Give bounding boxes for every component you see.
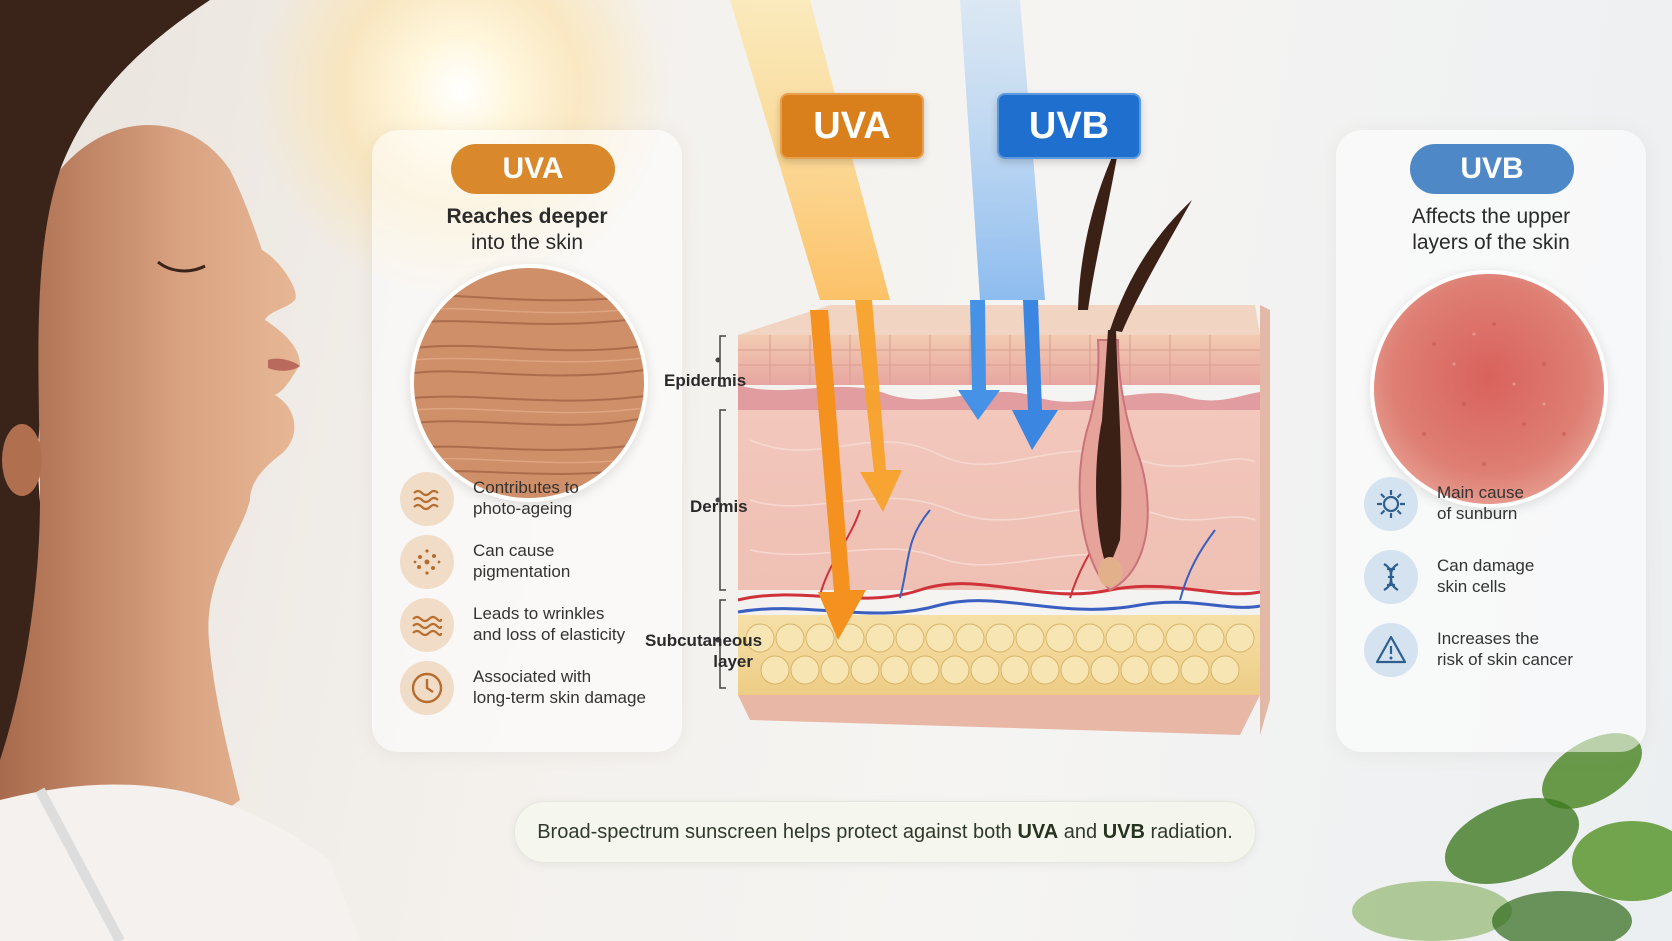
uva-item-line2: photo-ageing bbox=[473, 499, 573, 518]
uvb-item-sunburn: Main cause of sunburn bbox=[1364, 475, 1634, 533]
subcutaneous-layer-label: Subcutaneous layer bbox=[645, 630, 762, 672]
dna-icon bbox=[1364, 550, 1418, 604]
sunscreen-footer-message: Broad-spectrum sunscreen helps protect a… bbox=[514, 801, 1256, 863]
uva-item-photo-ageing: Contributes to photo-ageing bbox=[400, 470, 670, 528]
uvb-desc-line1: Affects the upper bbox=[1411, 205, 1571, 228]
uva-desc-line2: into the skin bbox=[470, 231, 584, 254]
uva-item-line1: Can cause bbox=[473, 541, 555, 560]
dots-pigment-icon bbox=[400, 535, 454, 589]
uvb-info-panel: UVB Affects the upper layers of the skin… bbox=[1336, 130, 1646, 752]
wrinkle-lines-icon bbox=[400, 598, 454, 652]
footer-uvb: UVB bbox=[1102, 821, 1145, 843]
uva-item-line2: pigmentation bbox=[473, 562, 571, 581]
plant-leaves-image bbox=[1352, 733, 1672, 941]
uvb-item-skin-cancer: Increases the risk of skin cancer bbox=[1364, 621, 1634, 679]
uvb-item-line2: skin cells bbox=[1437, 577, 1506, 596]
subcutaneous-label-line2: layer bbox=[713, 652, 753, 671]
uva-item-wrinkles: Leads to wrinkles and loss of elasticity bbox=[400, 596, 670, 654]
uva-pill-label: UVA bbox=[451, 144, 615, 194]
uvb-desc-line2: layers of the skin bbox=[1412, 231, 1570, 254]
uva-item-line1: Leads to wrinkles bbox=[473, 604, 605, 623]
clock-icon bbox=[400, 661, 454, 715]
wrinkled-skin-closeup-image bbox=[410, 264, 648, 502]
uvb-item-line1: Main cause bbox=[1437, 483, 1524, 502]
uvb-item-skin-cells: Can damage skin cells bbox=[1364, 548, 1634, 606]
uvb-item-line2: risk of skin cancer bbox=[1437, 650, 1574, 669]
uvb-banner: UVB bbox=[997, 93, 1141, 159]
sun-icon bbox=[1364, 477, 1418, 531]
uva-info-panel: UVA Reaches deeper into the skin Contrib… bbox=[372, 130, 682, 752]
footer-text-part3: radiation. bbox=[1144, 821, 1233, 843]
epidermis-label: Epidermis bbox=[664, 371, 747, 390]
woman-profile-image bbox=[0, 0, 360, 941]
uva-description: Reaches deeper into the skin bbox=[372, 204, 682, 256]
uva-item-line1: Associated with bbox=[473, 667, 592, 686]
uva-desc-line1: Reaches deeper bbox=[446, 205, 608, 228]
uva-item-line2: long-term skin damage bbox=[473, 688, 646, 707]
warning-triangle-icon bbox=[1364, 623, 1418, 677]
wave-lines-icon bbox=[400, 472, 454, 526]
footer-text-part2: and bbox=[1058, 821, 1103, 843]
uvb-description: Affects the upper layers of the skin bbox=[1336, 204, 1646, 256]
uva-item-line2: and loss of elasticity bbox=[473, 625, 626, 644]
dermis-label: Dermis bbox=[690, 497, 748, 516]
uva-item-line1: Contributes to bbox=[473, 478, 579, 497]
uva-banner: UVA bbox=[780, 93, 924, 159]
sunburned-skin-closeup-image bbox=[1370, 270, 1608, 508]
uvb-item-line1: Increases the bbox=[1437, 629, 1540, 648]
uvb-item-line1: Can damage bbox=[1437, 556, 1535, 575]
uvb-pill-label: UVB bbox=[1410, 144, 1574, 194]
subcutaneous-label-line1: Subcutaneous bbox=[645, 631, 763, 650]
uva-item-long-term: Associated with long-term skin damage bbox=[400, 659, 670, 717]
uva-item-pigmentation: Can cause pigmentation bbox=[400, 533, 670, 591]
uvb-item-line2: of sunburn bbox=[1437, 504, 1518, 523]
footer-uva: UVA bbox=[1017, 821, 1059, 843]
footer-text-part1: Broad-spectrum sunscreen helps protect a… bbox=[537, 821, 1018, 843]
